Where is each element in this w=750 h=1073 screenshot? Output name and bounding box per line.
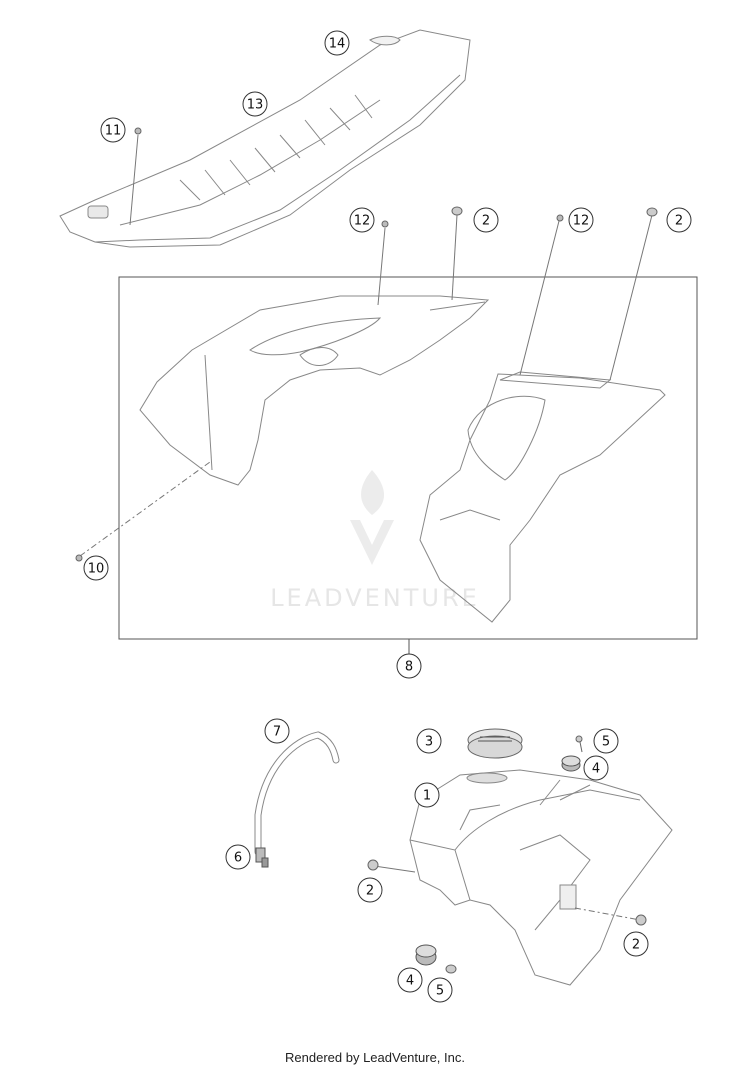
seat	[59, 29, 471, 248]
callout-circle	[593, 728, 619, 754]
tank-bolt-head-2d	[635, 914, 647, 926]
callout-circle	[225, 844, 251, 870]
callout-circle	[427, 977, 453, 1003]
callout-label: 4	[592, 762, 600, 777]
callout-label: 2	[482, 214, 490, 229]
screw-5b	[445, 964, 457, 974]
callout-label: 10	[88, 562, 105, 577]
callout-label: 8	[405, 660, 413, 675]
breather-hose	[254, 731, 340, 856]
left-side-cover	[139, 295, 490, 486]
callout-c10: 10	[83, 555, 109, 581]
callout-circle	[264, 718, 290, 744]
watermark-text: LEADVENTURE	[270, 584, 480, 612]
callout-label: 2	[632, 938, 640, 953]
callout-label: 12	[573, 214, 590, 229]
callout-circle	[473, 207, 499, 233]
callout-c2c: 2	[357, 877, 383, 903]
callout-c8: 8	[396, 653, 422, 679]
hose-valve	[255, 847, 269, 868]
callout-c1: 1	[414, 782, 440, 808]
seat-bolt-11	[129, 134, 139, 226]
screw-5a	[575, 735, 583, 753]
cover-bolt-head-2b	[646, 207, 658, 217]
watermark: LEADVENTURE	[270, 470, 480, 612]
side-cover-kit-frame	[118, 276, 698, 640]
callout-circle	[416, 728, 442, 754]
callout-label: 6	[234, 851, 242, 866]
callout-c12a: 12	[349, 207, 375, 233]
footer-credit: Rendered by LeadVenture, Inc.	[285, 1050, 465, 1065]
right-side-cover	[419, 371, 666, 623]
callout-c12b: 12	[568, 207, 594, 233]
tank-bolt-2c	[373, 865, 416, 873]
callout-c7: 7	[264, 718, 290, 744]
callout-circle	[349, 207, 375, 233]
callout-label: 14	[329, 37, 346, 52]
callout-circle	[414, 782, 440, 808]
callout-c2a: 2	[473, 207, 499, 233]
cover-bolt-12b	[519, 220, 560, 376]
fuel-cap	[467, 728, 523, 759]
callout-c5a: 5	[593, 728, 619, 754]
callout-circle	[583, 755, 609, 781]
cover-bolt-head-2a	[451, 206, 463, 216]
callout-label: 2	[366, 884, 374, 899]
watermark-v-icon	[350, 520, 394, 565]
tank-bolt-head-2c	[367, 859, 379, 871]
callout-circle	[357, 877, 383, 903]
callout-c13: 13	[242, 91, 268, 117]
callout-circle	[623, 931, 649, 957]
callout-label: 7	[273, 725, 281, 740]
callout-c6: 6	[225, 844, 251, 870]
callout-circle	[397, 967, 423, 993]
callout-label: 3	[425, 735, 433, 750]
callout-circle	[242, 91, 268, 117]
callout-label: 5	[436, 984, 444, 999]
watermark-flame-icon	[361, 470, 385, 515]
callout-c3: 3	[416, 728, 442, 754]
callout-circle	[100, 117, 126, 143]
callout-c4a: 4	[583, 755, 609, 781]
callout-circle	[324, 30, 350, 56]
callout-label: 2	[675, 214, 683, 229]
callout-c14: 14	[324, 30, 350, 56]
callout-c2b: 2	[666, 207, 692, 233]
callout-c4b: 4	[397, 967, 423, 993]
callout-circle	[396, 653, 422, 679]
cover-bolt-2b	[609, 214, 653, 381]
callout-label: 5	[602, 735, 610, 750]
rubber-bushing-4b	[415, 944, 437, 966]
rubber-bushing-4a	[561, 755, 581, 772]
tank-bolt-2d	[574, 907, 641, 921]
callout-label: 11	[105, 124, 122, 139]
cover-bolt-12a	[377, 227, 386, 306]
seat-bolt-head-11	[134, 127, 142, 135]
cover-bolt-head-12a	[381, 220, 389, 228]
callout-circle	[83, 555, 109, 581]
callout-label: 4	[406, 974, 414, 989]
cover-bolt-10	[79, 461, 211, 557]
cover-bolt-2a	[451, 214, 458, 301]
callout-c2d: 2	[623, 931, 649, 957]
callout-label: 13	[247, 98, 264, 113]
cover-bolt-head-12b	[556, 214, 564, 222]
callout-circle	[666, 207, 692, 233]
fuel-tank	[409, 769, 673, 986]
callout-label: 1	[423, 789, 431, 804]
callout-label: 12	[354, 214, 371, 229]
callout-c5b: 5	[427, 977, 453, 1003]
cover-bolt-head-10	[75, 554, 83, 562]
callout-circle	[568, 207, 594, 233]
callout-c11: 11	[100, 117, 126, 143]
